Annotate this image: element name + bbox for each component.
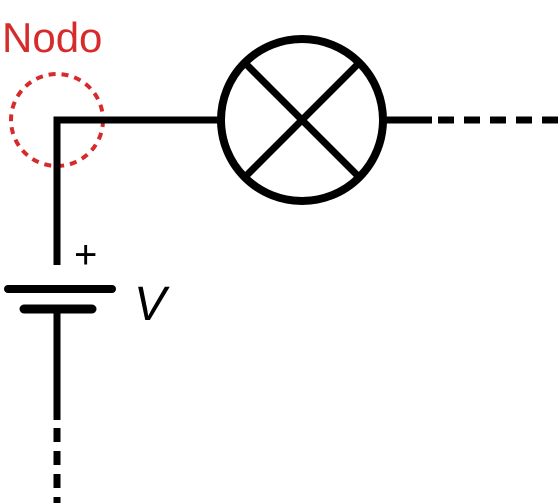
top-wire-left bbox=[53, 116, 221, 265]
lamp-symbol bbox=[217, 35, 387, 205]
battery-plus-sign: + bbox=[74, 233, 97, 277]
battery-symbol bbox=[4, 285, 116, 314]
voltage-label: V bbox=[134, 278, 170, 331]
lamp-cross-b bbox=[242, 60, 362, 180]
node-label: Nodo bbox=[2, 14, 102, 61]
